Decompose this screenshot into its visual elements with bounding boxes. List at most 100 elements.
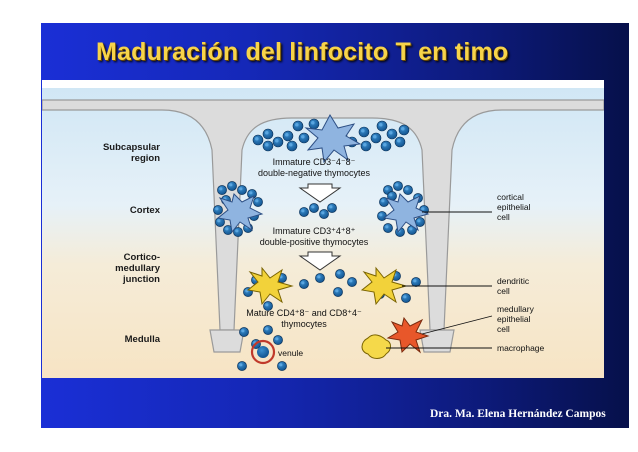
thymocyte-nucleus <box>275 337 279 341</box>
thymocyte-nucleus <box>241 329 245 333</box>
thymocyte-nucleus <box>279 363 283 367</box>
dendritic-cell-right <box>360 266 408 306</box>
thymocyte-nucleus <box>421 207 425 211</box>
thymocyte <box>227 181 237 191</box>
thymocyte <box>263 325 273 335</box>
thymocyte <box>217 185 227 195</box>
thymocyte-nucleus <box>379 123 383 127</box>
thymocyte <box>239 327 249 337</box>
thymocyte-nucleus <box>403 295 407 299</box>
thymocyte <box>253 197 263 207</box>
sp-line2: thymocytes <box>281 319 327 329</box>
ann-medullary-3: cell <box>497 324 510 334</box>
macrophage <box>361 334 391 359</box>
thymocyte-nucleus <box>219 187 223 191</box>
thymocyte-nucleus <box>301 135 305 139</box>
thymocyte-nucleus <box>265 303 269 307</box>
thymocyte-nucleus <box>239 187 243 191</box>
thymocyte <box>315 273 325 283</box>
dp-line1: Immature CD3⁺4⁺8⁺ <box>273 226 356 236</box>
ann-cortical-3: cell <box>497 212 510 222</box>
thymocyte-nucleus <box>249 191 253 195</box>
thymocyte-nucleus <box>363 143 367 147</box>
ann-medullary-1: medullary <box>497 304 535 314</box>
dn-line1: Immature CD3⁻4⁻8⁻ <box>273 157 356 167</box>
thymocyte <box>401 293 411 303</box>
thymocyte-nucleus <box>301 209 305 213</box>
label-venule: venule <box>278 348 303 358</box>
thymocyte-nucleus <box>265 131 269 135</box>
label-subcapsular-1: Subcapsular <box>103 142 160 153</box>
thymocyte-nucleus <box>349 279 353 283</box>
thymocyte <box>273 335 283 345</box>
thymocyte-nucleus <box>239 363 243 367</box>
cortical-epithelial-cell-left <box>216 193 264 234</box>
thymocyte-nucleus <box>417 219 421 223</box>
thymocyte-nucleus <box>235 229 239 233</box>
thymocyte <box>383 223 393 233</box>
cortex-cells <box>213 181 429 237</box>
thymocyte-nucleus <box>255 137 259 141</box>
thymocyte-nucleus <box>401 127 405 131</box>
thymocyte-nucleus <box>385 187 389 191</box>
medullary-epithelial-cell <box>386 316 430 354</box>
label-medulla: Medulla <box>125 334 161 345</box>
thymocyte-nucleus <box>285 133 289 137</box>
slide-credit: Dra. Ma. Elena Hernández Campos <box>430 408 606 420</box>
thymocyte-nucleus <box>275 139 279 143</box>
callout-lines <box>386 211 493 349</box>
ann-dendritic-1: dendritic <box>497 276 530 286</box>
thymocyte-nucleus <box>337 271 341 275</box>
thymocyte-nucleus <box>397 139 401 143</box>
thymocyte <box>319 209 329 219</box>
thymocyte-nucleus <box>255 199 259 203</box>
thymic-septa <box>42 99 604 353</box>
thymocyte <box>263 301 273 311</box>
dendritic-cells <box>246 266 408 306</box>
label-corticomedullary-3: junction <box>122 274 160 285</box>
ann-medullary-2: epithelial <box>497 314 531 324</box>
venule <box>250 339 276 365</box>
slide-title: Maduración del linfocito T en timo <box>96 38 509 66</box>
thymocyte <box>393 181 403 191</box>
thymocyte-nucleus <box>379 213 383 217</box>
thymocyte-nucleus <box>389 193 393 197</box>
thymocyte-nucleus <box>225 227 229 231</box>
thymocyte-nucleus <box>385 225 389 229</box>
thymocyte-nucleus <box>321 211 325 215</box>
thymocyte-nucleus <box>311 121 315 125</box>
thymocyte-nucleus <box>409 227 413 231</box>
thymocyte-nucleus <box>289 143 293 147</box>
thymocyte-nucleus <box>329 205 333 209</box>
thymocyte-nucleus <box>311 205 315 209</box>
annotations: cortical epithelial cell dendritic cell … <box>497 192 545 353</box>
thymocyte-nucleus <box>265 143 269 147</box>
dendritic-cell-left <box>246 266 294 306</box>
thymocyte-nucleus <box>383 143 387 147</box>
ann-cortical-2: epithelial <box>497 202 531 212</box>
capsule-left-edge <box>42 80 604 88</box>
thymocyte <box>237 185 247 195</box>
thymocyte <box>299 279 309 289</box>
label-corticomedullary-2: medullary <box>115 263 161 274</box>
maturation-arrows <box>298 183 342 271</box>
thymocyte <box>335 269 345 279</box>
cortical-epithelial-cell-right <box>382 193 430 234</box>
thymocyte-nucleus <box>413 279 417 283</box>
ann-cortical-1: cortical <box>497 192 524 202</box>
thymocyte <box>403 185 413 195</box>
thymocyte <box>411 277 421 287</box>
thymocyte <box>309 203 319 213</box>
double-negative-cluster <box>252 118 410 152</box>
thymocyte-nucleus <box>373 135 377 139</box>
thymocyte-nucleus <box>301 281 305 285</box>
arrow-down-2 <box>298 251 342 271</box>
thymocyte-nucleus <box>295 123 299 127</box>
thymocyte <box>377 211 387 221</box>
thymocyte-nucleus <box>381 199 385 203</box>
cortical-epithelial-cell-top <box>304 113 362 164</box>
dn-line2: double-negative thymocytes <box>258 168 371 178</box>
thymocyte <box>347 277 357 287</box>
thymocyte-nucleus <box>317 275 321 279</box>
region-labels: Subcapsular region Cortex Cortico- medul… <box>103 142 161 345</box>
